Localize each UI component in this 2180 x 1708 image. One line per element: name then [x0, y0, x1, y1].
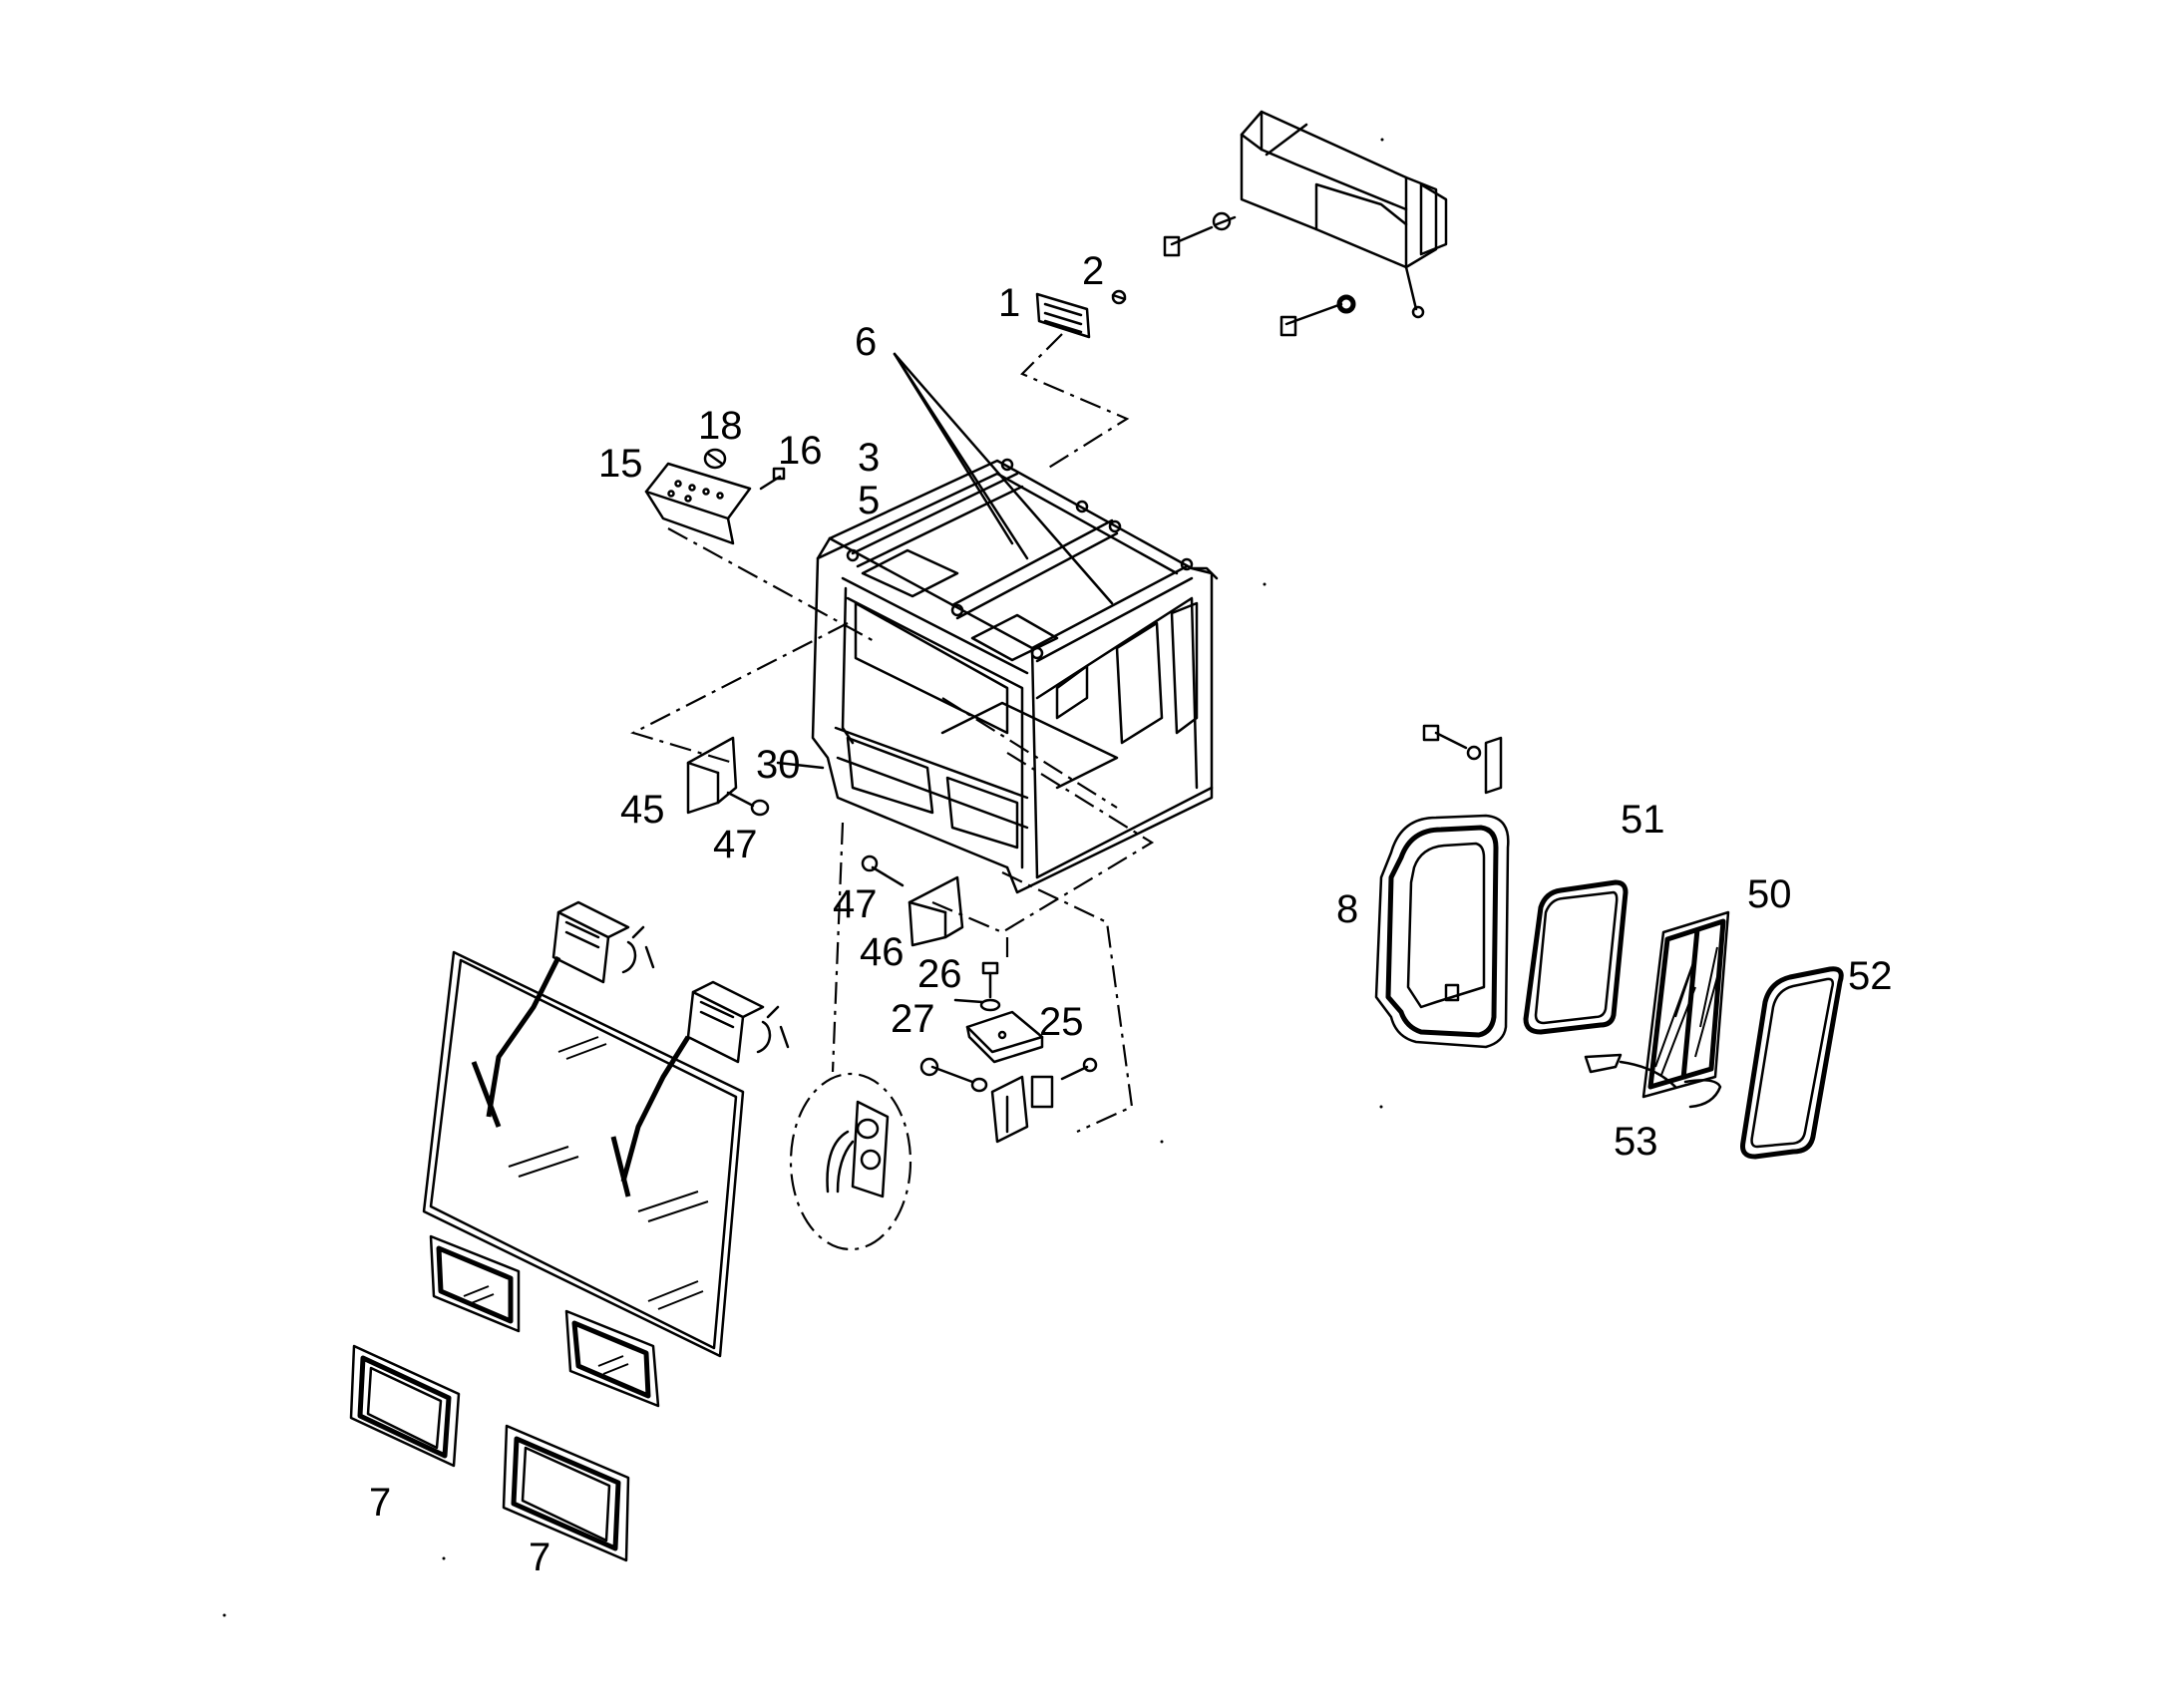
wiper-motor-left	[471, 900, 655, 1128]
label-45: 45	[620, 788, 665, 832]
label-30: 30	[756, 743, 801, 787]
label-7b: 7	[529, 1536, 550, 1579]
label-25: 25	[1039, 1000, 1084, 1044]
item-2-screw	[1111, 289, 1127, 305]
label-15: 15	[598, 442, 643, 486]
scan-specks	[222, 138, 1384, 1617]
lower-window-right	[564, 1309, 660, 1408]
label-27: 27	[891, 997, 935, 1041]
label-7a: 7	[369, 1481, 391, 1525]
label-16: 16	[778, 429, 823, 473]
label-1: 1	[998, 281, 1020, 325]
label-8: 8	[1336, 887, 1358, 931]
item-50-sliding-window	[1641, 910, 1730, 1099]
label-47b: 47	[833, 882, 878, 926]
label-3: 3	[858, 436, 880, 480]
item-51-seal	[1523, 879, 1629, 1035]
tool-box-bracket	[1163, 110, 1448, 337]
item-15-bracket	[644, 462, 752, 545]
item-7-seal-lower	[502, 1424, 630, 1562]
item-8-door	[1374, 724, 1510, 1049]
item-46-bracket	[908, 875, 964, 947]
label-53: 53	[1614, 1120, 1658, 1164]
item-1-plate	[1035, 292, 1091, 339]
part-labels: 1 2 6 18 15 16 3 5 30 45 47 47 46 26 27 …	[369, 249, 1893, 1579]
item-53-latch	[1584, 1053, 1722, 1109]
label-26: 26	[917, 952, 962, 996]
item-45-bracket	[686, 736, 738, 815]
assembly-lines	[630, 333, 1155, 1134]
label-52: 52	[1848, 954, 1893, 998]
label-6: 6	[855, 320, 877, 364]
item-25-plate	[965, 1010, 1044, 1064]
label-46: 46	[860, 930, 905, 974]
label-51: 51	[1621, 798, 1665, 842]
cab-frame	[811, 458, 1219, 894]
lower-window-left	[429, 1234, 521, 1333]
wiper-motor-right	[610, 980, 790, 1197]
item-18-nut	[703, 448, 727, 470]
item-27-washer	[979, 998, 1001, 1012]
door-hinge	[919, 1057, 1098, 1144]
mirror-mount-detail	[789, 1072, 912, 1251]
item-6-leaders	[776, 352, 1114, 1004]
item-47-bolt-right	[861, 854, 905, 887]
label-50: 50	[1747, 872, 1792, 916]
label-5: 5	[858, 479, 880, 522]
item-16-bolt	[759, 467, 786, 491]
item-52-seal	[1740, 966, 1844, 1160]
item-47-bolt-left	[726, 791, 770, 817]
label-18: 18	[698, 404, 743, 448]
item-7-seal-upper	[349, 1344, 461, 1468]
label-2: 2	[1082, 249, 1104, 293]
item-26-bolt	[981, 961, 999, 999]
label-47a: 47	[713, 823, 758, 866]
